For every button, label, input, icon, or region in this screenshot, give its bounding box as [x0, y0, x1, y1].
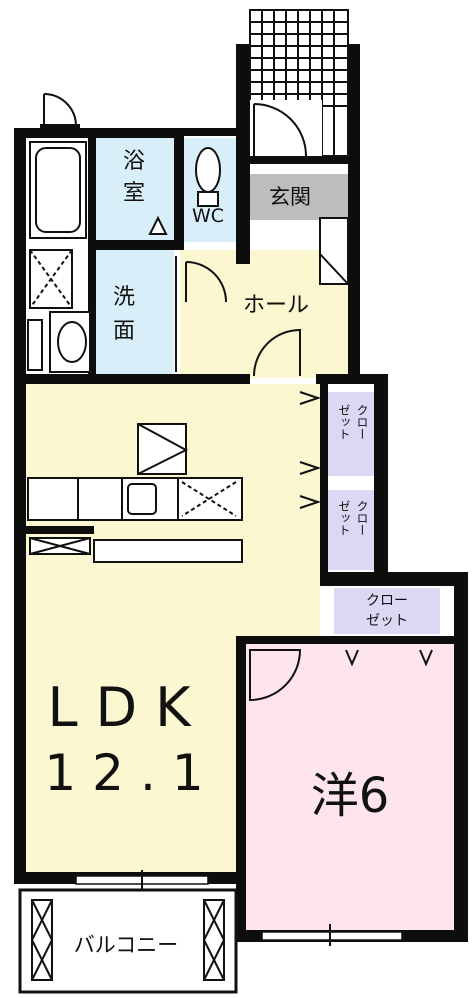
- ldk-label-1: LDK: [47, 676, 208, 739]
- wash-basin: [27, 311, 91, 373]
- washroom-label-1: 洗: [113, 285, 135, 310]
- washroom-floor: [96, 250, 174, 376]
- bathtub: [29, 141, 87, 239]
- washer-space: [29, 249, 73, 309]
- windows: [75, 870, 403, 946]
- closet-1-label-col-1: ゼット: [337, 404, 351, 440]
- closet-2-label-col-2: クロー: [355, 500, 369, 536]
- closet-door-marks: [299, 391, 433, 667]
- western-door-arc: [249, 649, 302, 702]
- ldk-label-2: 12.1: [44, 744, 219, 802]
- closet-3-label-2: ゼット: [366, 613, 408, 629]
- wc-label: WC: [192, 205, 224, 227]
- western-label: 洋6: [311, 768, 390, 824]
- bath-label-1: 浴: [123, 149, 145, 174]
- wc-door-arc: [185, 261, 227, 303]
- porch-grid: [249, 9, 349, 157]
- hall-label: ホール: [243, 293, 309, 318]
- washroom-label-2: 面: [113, 319, 135, 344]
- closet-3-floor: [334, 588, 440, 634]
- hall-door-arc: [253, 328, 301, 377]
- toilet: [195, 147, 221, 207]
- shoe-cabinet: [319, 217, 349, 285]
- bath-triangle: [148, 215, 168, 235]
- entrance-label: 玄関: [269, 185, 311, 209]
- ldk-floor-lower: [24, 560, 236, 878]
- closet-1-floor: [328, 392, 374, 476]
- closet-1-label-col-2: クロー: [355, 404, 369, 440]
- western-floor: [244, 640, 456, 930]
- closet-3-label-1: クロー: [366, 593, 408, 609]
- entrance-floor: [250, 174, 348, 220]
- balcony: [18, 888, 238, 994]
- kitchen: [27, 423, 243, 563]
- closet-2-floor: [328, 490, 374, 570]
- closet-2-label-col-1: ゼット: [337, 500, 351, 536]
- bath-door-arc: [43, 93, 77, 127]
- balcony-label: バルコニー: [74, 933, 179, 957]
- bath-label-2: 室: [123, 181, 145, 206]
